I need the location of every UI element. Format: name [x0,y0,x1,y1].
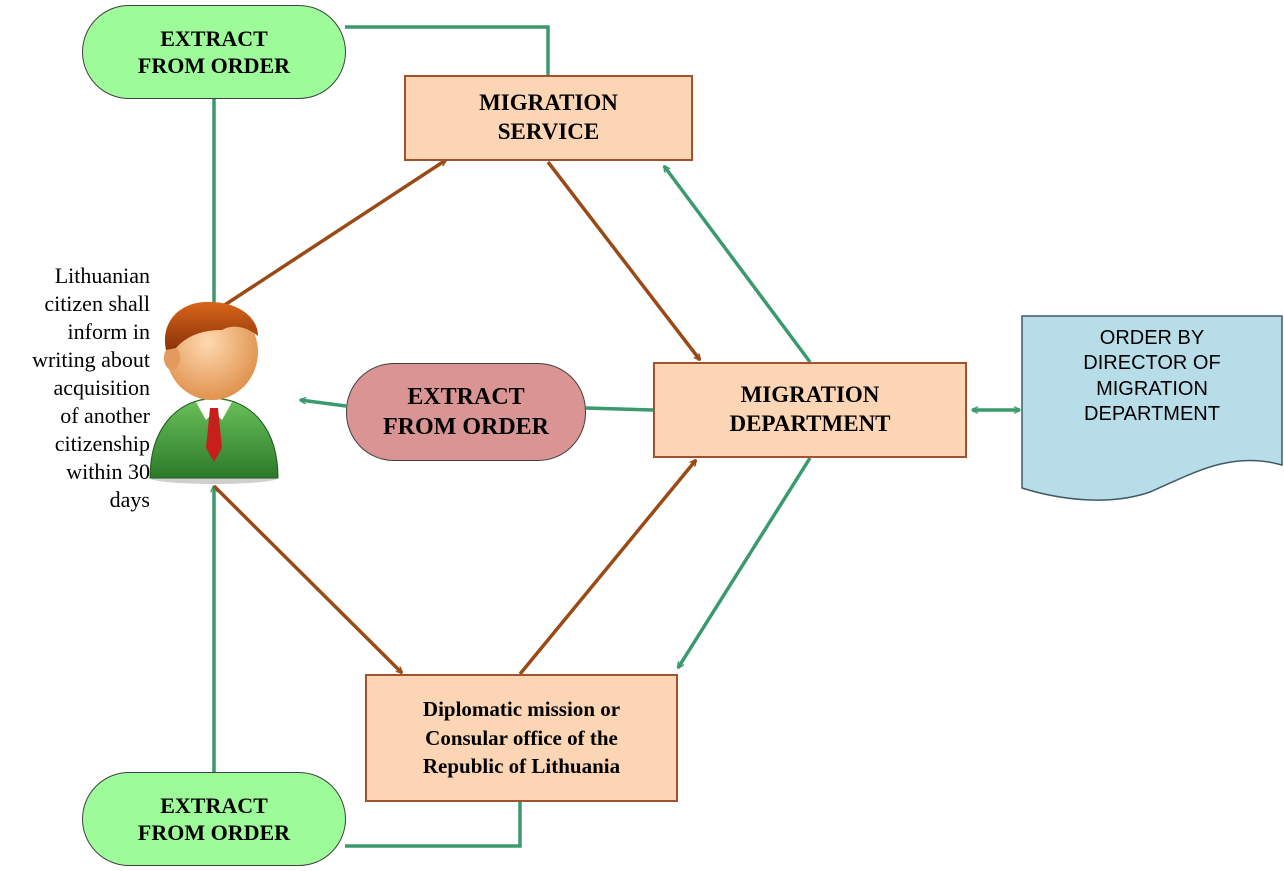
order-document-label: ORDER BY DIRECTOR OF MIGRATION DEPARTMEN… [1083,327,1221,426]
arrow-diplomatic-to-department [518,460,696,676]
diplomatic-mission-box[interactable]: Diplomatic mission or Consular office of… [365,674,678,802]
citizen-note: Lithuanian citizen shall inform in writi… [32,263,150,512]
arrow-migration-department-to-extract-mid [585,406,654,412]
document-icon [1021,315,1283,501]
extract-from-order-bottom[interactable]: EXTRACT FROM ORDER [82,772,346,866]
migration-department-box[interactable]: MIGRATION DEPARTMENT [653,362,967,458]
arrow-extract-mid-to-citizen [300,400,347,408]
connector-extract-top-to-migration-service [345,25,550,75]
extract-from-order-middle[interactable]: EXTRACT FROM ORDER [346,363,586,461]
connector-diplomatic-to-extract-bottom [345,802,522,848]
arrow-citizen-to-diplomatic [212,484,402,673]
arrow-migration-department-to-migration-service [662,166,812,364]
migration-service-box[interactable]: MIGRATION SERVICE [404,75,693,161]
businessman-icon [149,301,279,484]
extract-from-order-top[interactable]: EXTRACT FROM ORDER [82,5,346,99]
arrow-migration-department-to-diplomatic [676,457,812,668]
arrow-citizen-to-migration-service [213,158,446,314]
arrow-migration-service-to-department [546,160,702,360]
